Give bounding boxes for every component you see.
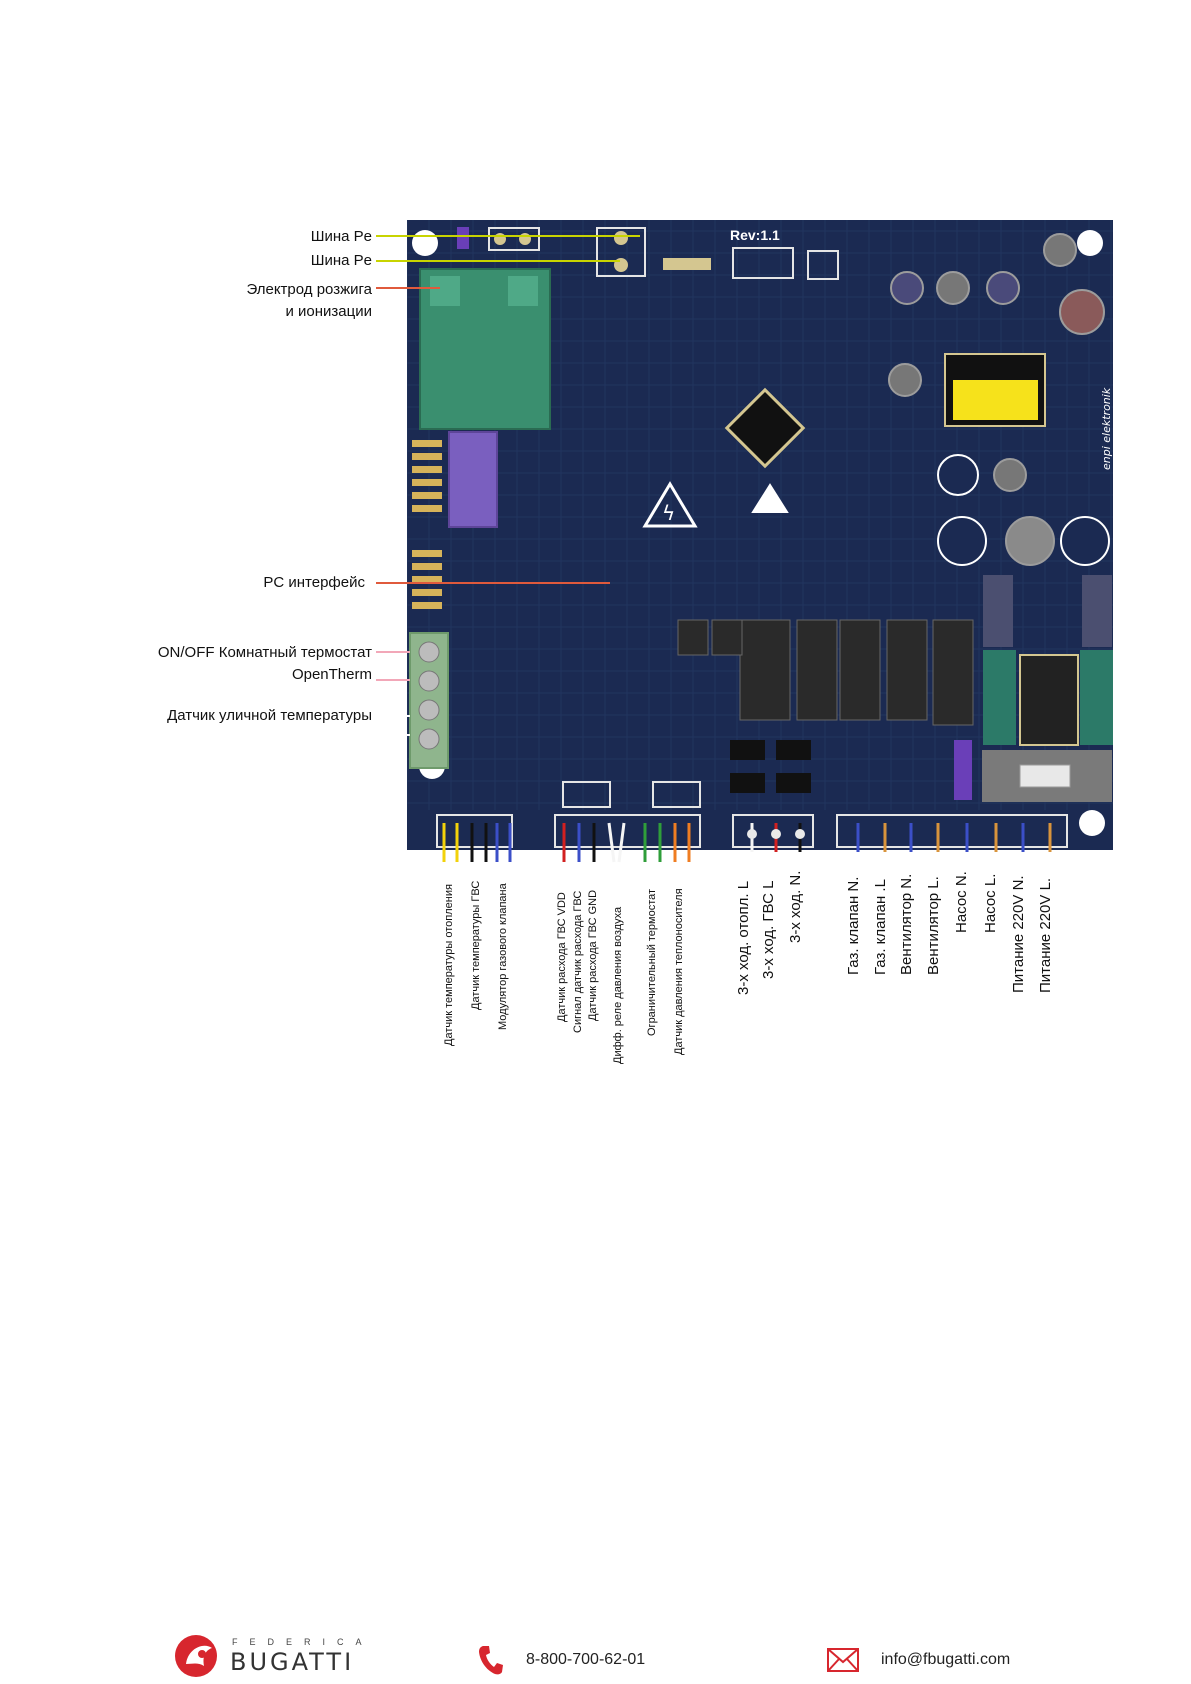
logo-emblem-icon [175,1635,217,1677]
vlabel-3way-n: 3-х ход. N. [787,870,804,943]
footer-email[interactable]: info@fbugatti.com [827,1640,1010,1680]
leader-lines [376,235,640,736]
vlabel-heating-temp-sensor: Датчик температуры отопления [443,884,455,1046]
connector-kn8-top [562,781,611,808]
connector-kn7 [436,814,513,848]
label-bus-pe-1: Шина Pe [310,228,372,245]
svg-text:ϟ: ϟ [662,501,675,525]
vlabel-fan-l: Вентилятор L. [925,876,942,975]
revision-text: Rev:1.1 [730,227,780,243]
phone-icon [479,1646,503,1675]
connector-kn11 [732,814,814,848]
x-capacitor [983,650,1016,745]
vlabel-dhw-flow-gnd: Датчик расхода ГВС GND [587,889,599,1021]
vlabel-dhw-temp-sensor: Датчик температуры ГВС [470,880,482,1010]
vlabel-gas-valve-modulator: Модулятор газового клапана [497,883,509,1030]
vlabel-limit-thermostat: Ограничительный термостат [646,888,658,1036]
connector-kn2 [732,247,794,279]
connector-kn10 [652,781,701,808]
wires [442,822,1052,863]
label-onoff-thermostat: ON/OFF Комнатный термостат [157,644,372,661]
phone-number: 8-800-700-62-01 [526,1651,646,1668]
vlabel-power-220v-l: Питание 220V L. [1037,877,1054,993]
email-address: info@fbugatti.com [881,1651,1011,1668]
vlabel-gas-valve-l: Газ. клапан .L [872,879,889,975]
relays [677,619,974,726]
logo-small-text: FEDERICA [232,1637,374,1647]
envelope-icon [827,1648,859,1672]
microcontroller [724,387,806,469]
x-capacitor [1080,650,1113,745]
vlabel-dhw-flow-vdd: Датчик расхода ГВС VDD [556,892,568,1022]
kn3-pads [412,440,442,609]
jumper-jp2 [488,227,540,251]
vlabel-water-pressure-sensor: Датчик давления теплоносителя [673,888,685,1055]
connector-kn8 [554,814,701,848]
connector-kn1 [807,250,839,280]
vlabel-power-220v-n: Питание 220V N. [1010,875,1027,993]
vlabel-gas-valve-n: Газ. клапан N. [845,876,862,975]
vlabel-3way-heating-l: 3-х ход. отопл. L [735,880,752,995]
label-outdoor-sensor: Датчик уличной температуры [167,707,372,724]
label-bus-pe-2: Шина Pe [310,252,372,269]
vlabel-air-pressure-switch: Дифф. реле давления воздуха [612,906,624,1064]
vlabel-fan-n: Вентилятор N. [898,873,915,975]
c121 [663,258,711,270]
brand-silk: enpi elektronik [1100,387,1113,470]
label-pc-interface: PC интерфейс [263,574,365,591]
vlabel-pump-n: Насос N. [953,871,970,933]
capacitors [888,233,1110,566]
purple-component [448,431,498,528]
label-opentherm: OpenTherm [291,666,372,683]
connector-pins [747,829,805,839]
label-ignition-electrode-line2: и ионизации [285,303,373,320]
footer-phone[interactable]: 8-800-700-62-01 [478,1640,645,1680]
label-ignition-electrode-line1: Электрод розжига [246,281,372,298]
jumper-j2-j1 [596,227,646,277]
mounting-hole [412,230,438,256]
connector-kn12 [836,814,1068,848]
hv-warning-symbol [642,481,698,528]
vlabel-3way-dhw-l: 3-х ход. ГВС L [760,880,777,979]
filter-cap [1082,575,1112,647]
common-mode-choke [1019,654,1079,746]
logo-main-text: BUGATTI [230,1648,355,1676]
federica-bugatti-logo: FEDERICA BUGATTI [174,1634,374,1678]
filter-cap [983,575,1013,647]
vlabel-dhw-flow-signal: Сигнал датчик расхода ГВС [572,890,584,1033]
mounting-hole [1079,810,1105,836]
vlabel-pump-l: Насос L. [982,873,999,933]
esd-symbol [751,483,789,513]
purple-component-2 [954,740,972,800]
mounting-hole [1077,230,1103,256]
